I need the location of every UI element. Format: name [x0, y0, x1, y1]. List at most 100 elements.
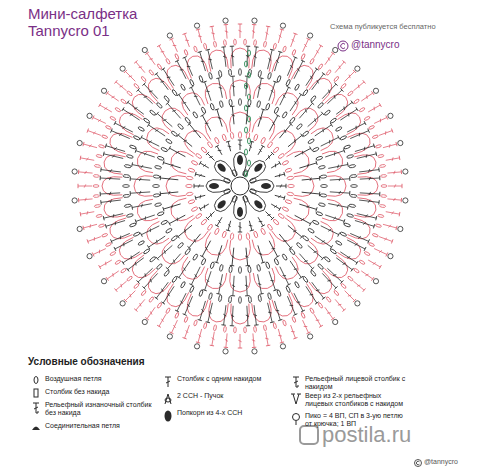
- chain-stitch: [172, 89, 178, 96]
- stitch-post: [160, 192, 178, 194]
- stitch-post: [159, 46, 166, 58]
- chain-stitch: [115, 260, 121, 265]
- stitch-post: [191, 267, 200, 285]
- legend-row: Пико = 4 ВП, СП в 3-ую петлю от крючка; …: [290, 412, 410, 428]
- start-marker: [248, 160, 251, 166]
- stitch-post: [254, 47, 256, 67]
- stitch-post: [163, 163, 180, 168]
- stitch-bar: [93, 132, 96, 134]
- stitch-bar: [328, 229, 331, 231]
- stitch-bar: [290, 305, 294, 306]
- stitch-top: [166, 267, 169, 270]
- stitch-post: [335, 299, 344, 310]
- picot: [223, 349, 228, 354]
- stitch-bar: [140, 191, 141, 194]
- stitch-post: [189, 234, 200, 248]
- stitch-top: [330, 245, 332, 249]
- stitch-bar: [374, 107, 375, 111]
- chain-stitch: [346, 213, 353, 217]
- stitch-post: [125, 291, 135, 301]
- legend-symbol: [30, 375, 42, 389]
- chain-stitch: [320, 175, 327, 179]
- stitch-post: [156, 74, 168, 90]
- stitch-bar: [111, 96, 114, 98]
- picot: [72, 169, 77, 174]
- stitch-bar: [140, 303, 141, 306]
- stitch-bar: [363, 222, 365, 225]
- chain-stitch: [219, 264, 223, 271]
- start-marker: [245, 83, 248, 89]
- petal-loop: [272, 294, 293, 317]
- stitch-post: [359, 170, 379, 172]
- chain-stitch: [193, 320, 197, 327]
- stitch-post: [93, 249, 106, 255]
- chain-stitch: [98, 144, 104, 148]
- chart-mark: [166, 381, 170, 383]
- stitch-top: [261, 262, 265, 263]
- stitch-top: [99, 103, 101, 107]
- stitch-post: [278, 30, 282, 44]
- stitch-bar: [201, 61, 205, 63]
- picot: [355, 66, 360, 71]
- stitch-top: [287, 86, 291, 88]
- stitch-post: [147, 53, 155, 64]
- stitch-top: [122, 261, 124, 265]
- chain-stitch: [318, 302, 324, 308]
- stitch-top: [105, 224, 106, 228]
- stitch-top: [250, 230, 254, 231]
- stitch-top: [311, 267, 314, 270]
- stitch-bar: [120, 86, 123, 87]
- stitch-post: [123, 252, 140, 263]
- stitch-post: [368, 260, 380, 267]
- stitch-post: [163, 286, 174, 303]
- chain-stitch: [265, 103, 270, 110]
- stitch-bar: [198, 184, 200, 187]
- stitch-bar: [228, 224, 231, 226]
- stitch-bar: [310, 76, 312, 79]
- petal-loop: [185, 218, 209, 242]
- stitch-post: [258, 245, 263, 262]
- stitch-bar: [327, 312, 331, 314]
- stitch-top: [321, 257, 324, 260]
- chain-stitch: [199, 289, 204, 296]
- petal-loop: [132, 255, 155, 278]
- legend-text: Веер из 2-х рельефных лицевых столбиков …: [305, 392, 410, 408]
- stitch-top: [356, 261, 358, 265]
- chain-stitch: [321, 185, 328, 188]
- chain-stitch: [189, 79, 194, 86]
- chain-stitch: [248, 266, 252, 273]
- stitch-bar: [276, 310, 280, 312]
- stitch-top: [155, 297, 159, 300]
- chain-stitch: [191, 206, 198, 212]
- stitch-bar: [209, 311, 212, 313]
- chain-stitch: [156, 263, 163, 270]
- chain-stitch: [133, 283, 139, 289]
- legend-symbol: [30, 401, 42, 415]
- stitch-top: [280, 342, 284, 343]
- chain-stitch: [143, 248, 150, 254]
- stitch-bar: [258, 87, 261, 89]
- stitch-post: [258, 78, 262, 98]
- chain-stitch: [277, 75, 282, 82]
- stitch-bar: [231, 256, 234, 258]
- stitch-top: [157, 325, 161, 327]
- picot: [167, 334, 172, 339]
- stitch-post: [212, 332, 214, 346]
- chain-stitch: [375, 224, 381, 228]
- chain-stitch: [349, 164, 356, 168]
- stitch-bar: [161, 81, 165, 83]
- stitch-bar: [187, 304, 189, 307]
- stitch-post: [200, 163, 209, 168]
- stitch-post: [185, 57, 193, 75]
- stitch-top: [379, 176, 380, 180]
- stitch-post: [189, 124, 200, 138]
- chart-mark: [165, 377, 171, 378]
- stitch-bar: [329, 90, 330, 93]
- stitch-bar: [167, 77, 171, 78]
- stitch-bar: [283, 240, 286, 242]
- chain-stitch: [93, 185, 99, 188]
- picot: [120, 66, 125, 71]
- stitch-bar: [293, 230, 296, 231]
- stitch-bar: [304, 260, 307, 262]
- stitch-post: [345, 71, 355, 81]
